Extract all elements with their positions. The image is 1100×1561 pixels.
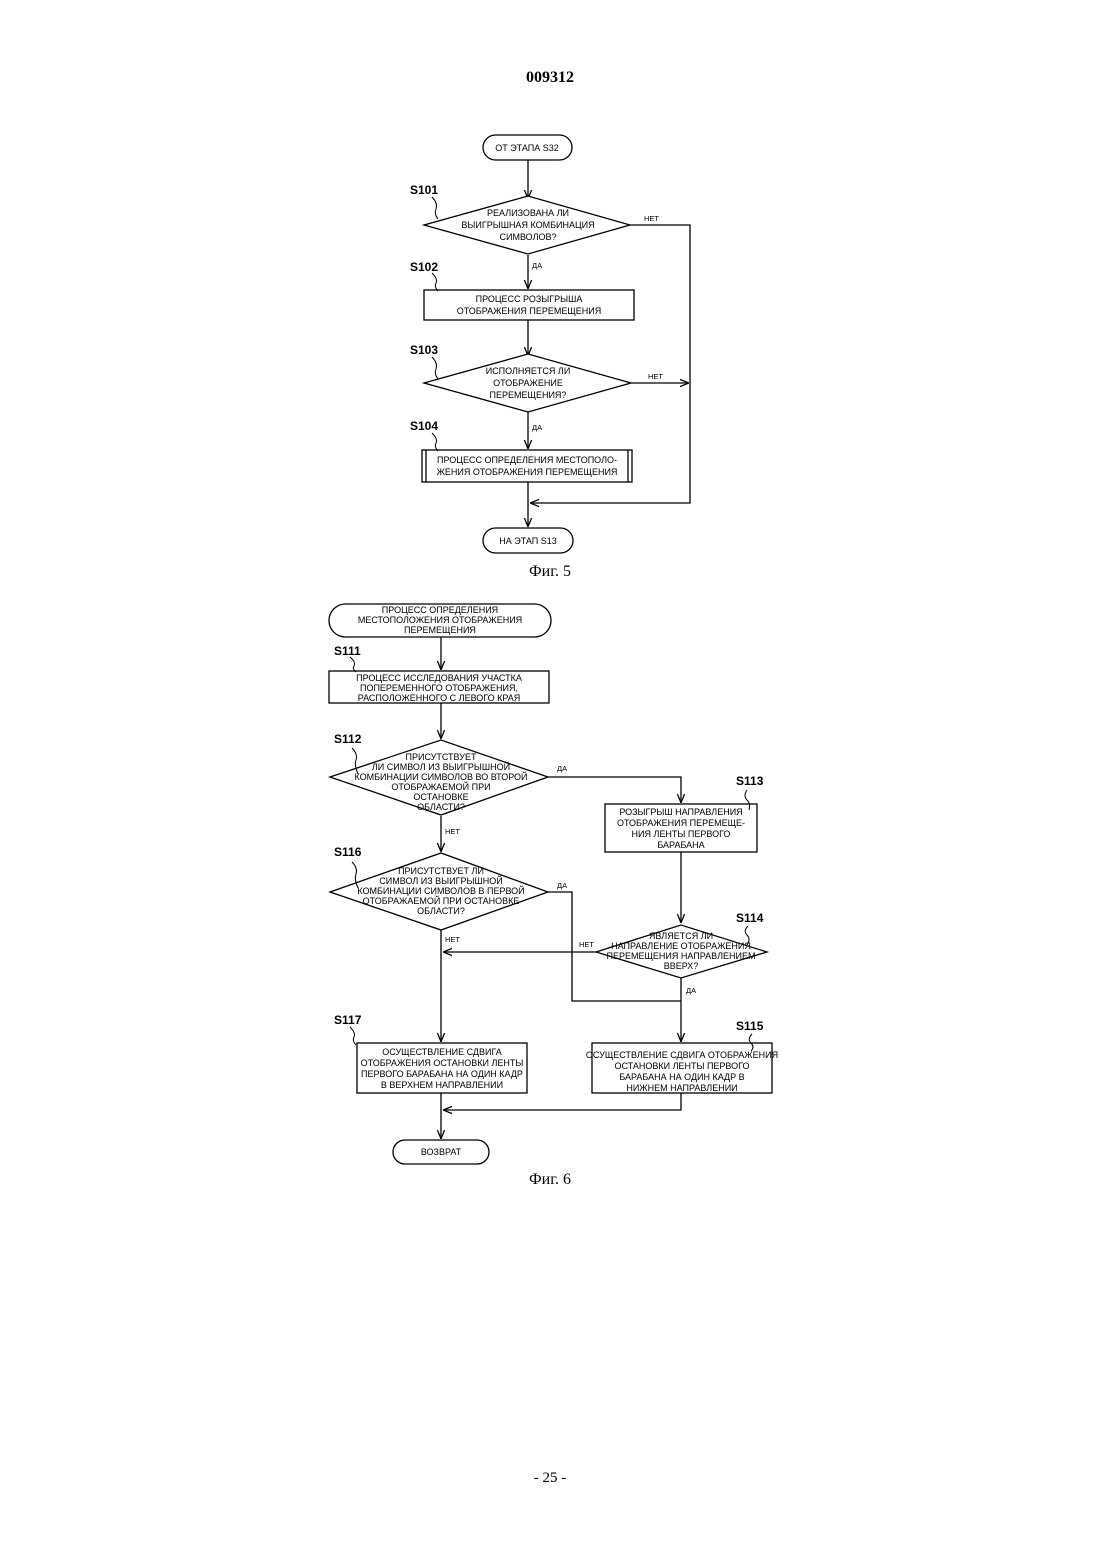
fig6-s111-process: ПРОЦЕСС ИССЛЕДОВАНИЯ УЧАСТКА ПОПЕРЕМЕННО… [329, 644, 549, 703]
fig5-s104-subroutine: ПРОЦЕСС ОПРЕДЕЛЕНИЯ МЕСТОПОЛО- ЖЕНИЯ ОТО… [410, 419, 632, 482]
fig5-s103-decision: ИСПОЛНЯЕТСЯ ЛИ ОТОБРАЖЕНИЕ ПЕРЕМЕЩЕНИЯ? … [410, 343, 663, 432]
fig6-s116-lines-2-text: КОМБИНАЦИИ СИМВОЛОВ В ПЕРВОЙ [357, 885, 524, 896]
fig5-s103-yes-text: ДА [532, 423, 542, 432]
fig6-start-2-text: ПЕРЕМЕЩЕНИЯ [404, 625, 476, 635]
fig6-s114-lines-3-text: ВВЕРХ? [664, 961, 699, 971]
fig5-s104-lines-0-text: ПРОЦЕСС ОПРЕДЕЛЕНИЯ МЕСТОПОЛО- [437, 455, 617, 465]
step-label-s104: S104 [410, 419, 438, 433]
fig6-s111-lines-0-text: ПРОЦЕСС ИССЛЕДОВАНИЯ УЧАСТКА [356, 673, 522, 683]
fig5-s102-lines-1-text: ОТОБРАЖЕНИЯ ПЕРЕМЕЩЕНИЯ [457, 306, 602, 316]
step-label-s114: S114 [736, 911, 764, 925]
fig6-s115-lines-0-text: ОСУЩЕСТВЛЕНИЕ СДВИГА ОТОБРАЖЕНИЯ [586, 1050, 778, 1060]
fig6-s114-lines-2-text: ПЕРЕМЕЩЕНИЯ НАПРАВЛЕНИЕМ [607, 951, 756, 961]
fig5-start-text: ОТ ЭТАПА S32 [495, 143, 559, 153]
fig6-s116-yes-text: ДА [557, 881, 567, 890]
step-label-s115: S115 [736, 1019, 764, 1033]
fig6-s116-lines-4-text: ОБЛАСТИ? [417, 906, 465, 916]
fig6-s116-decision: ПРИСУТСТВУЕТ ЛИ СИМВОЛ ИЗ ВЫИГРЫШНОЙ КОМ… [330, 845, 567, 944]
figure-5-caption: Фиг. 5 [529, 563, 571, 580]
fig5-end-terminal: НА ЭТАП S13 [483, 528, 573, 553]
step-label-s117: S117 [334, 1013, 362, 1027]
fig5-s104-lines-1-text: ЖЕНИЯ ОТОБРАЖЕНИЯ ПЕРЕМЕЩЕНИЯ [437, 467, 618, 477]
fig6-end-terminal: ВОЗВРАТ [393, 1140, 489, 1164]
fig6-start-1-text: МЕСТОПОЛОЖЕНИЯ ОТОБРАЖЕНИЯ [358, 615, 522, 625]
fig6-s112-lines-5-text: ОБЛАСТИ? [417, 802, 465, 812]
fig6-s116-no-text: НЕТ [445, 935, 460, 944]
fig6-start-terminal: ПРОЦЕСС ОПРЕДЕЛЕНИЯ МЕСТОПОЛОЖЕНИЯ ОТОБР… [329, 604, 551, 637]
fig6-s112-yes-text: ДА [557, 764, 567, 773]
fig6-s116-lines-0-text: ПРИСУТСТВУЕТ ЛИ [398, 866, 484, 876]
fig5-s103-lines-2-text: ПЕРЕМЕЩЕНИЯ? [490, 390, 567, 400]
fig5-s102-lines-0-text: ПРОЦЕСС РОЗЫГРЫША [476, 294, 583, 304]
fig6-s115-lines-2-text: БАРАБАНА НА ОДИН КАДР В [619, 1072, 744, 1082]
fig6-end-text: ВОЗВРАТ [421, 1147, 462, 1157]
fig5-s101-yes-text: ДА [532, 261, 542, 270]
fig5-s101-no-text: НЕТ [644, 214, 659, 223]
page-number: - 25 - [534, 1470, 567, 1486]
fig6-s116-lines-3-text: ОТОБРАЖАЕМОЙ ПРИ ОСТАНОВКЕ [363, 895, 520, 906]
fig5-s101-decision: РЕАЛИЗОВАНА ЛИ ВЫИГРЫШНАЯ КОМБИНАЦИЯ СИМ… [410, 183, 659, 270]
step-label-s101: S101 [410, 183, 438, 197]
fig5-s101-lines-1-text: ВЫИГРЫШНАЯ КОМБИНАЦИЯ [461, 220, 594, 230]
fig5-start-terminal: ОТ ЭТАПА S32 [483, 135, 572, 160]
fig6-s114-yes-text: ДА [686, 986, 696, 995]
fig6-s115-process: ОСУЩЕСТВЛЕНИЕ СДВИГА ОТОБРАЖЕНИЯ ОСТАНОВ… [586, 1019, 778, 1093]
fig6-s114-lines-0-text: ЯВЛЯЕТСЯ ЛИ [649, 931, 713, 941]
fig6-s113-lines-3-text: БАРАБАНА [657, 840, 704, 850]
fig6-s113-process: РОЗЫГРЫШ НАПРАВЛЕНИЯ ОТОБРАЖЕНИЯ ПЕРЕМЕЩ… [605, 774, 764, 852]
figure-5: ОТ ЭТАПА S32 РЕАЛИЗОВАНА ЛИ ВЫИГРЫШНАЯ К… [410, 135, 690, 580]
fig6-s114-no-text: НЕТ [579, 940, 594, 949]
fig6-s113-lines-2-text: НИЯ ЛЕНТЫ ПЕРВОГО [632, 829, 731, 839]
fig6-start-0-text: ПРОЦЕСС ОПРЕДЕЛЕНИЯ [382, 605, 498, 615]
fig6-s112-lines-1-text: ЛИ СИМВОЛ ИЗ ВЫИГРЫШНОЙ [372, 761, 510, 772]
fig5-s101-lines-2-text: СИМВОЛОВ? [500, 232, 557, 242]
step-label-s113: S113 [736, 774, 764, 788]
step-label-s111: S111 [334, 644, 361, 658]
fig6-s117-lines-0-text: ОСУЩЕСТВЛЕНИЕ СДВИГА [382, 1047, 501, 1057]
fig6-s114-decision: ЯВЛЯЕТСЯ ЛИ НАПРАВЛЕНИЕ ОТОБРАЖЕНИЯ ПЕРЕ… [579, 911, 767, 995]
step-label-s102: S102 [410, 260, 438, 274]
fig6-s112-lines-2-text: КОМБИНАЦИИ СИМВОЛОВ ВО ВТОРОЙ [354, 771, 527, 782]
fig5-s103-lines-0-text: ИСПОЛНЯЕТСЯ ЛИ [486, 366, 571, 376]
fig6-s112-decision: ПРИСУТСТВУЕТ ЛИ СИМВОЛ ИЗ ВЫИГРЫШНОЙ КОМ… [330, 732, 567, 836]
fig6-s115-lines-1-text: ОСТАНОВКИ ЛЕНТЫ ПЕРВОГО [614, 1061, 749, 1071]
document-number: 009312 [526, 69, 574, 86]
fig6-s117-lines-3-text: В ВЕРХНЕМ НАПРАВЛЕНИИ [381, 1080, 503, 1090]
figure-6-caption: Фиг. 6 [529, 1171, 571, 1188]
fig5-end-text: НА ЭТАП S13 [499, 536, 557, 546]
fig5-s103-lines-1-text: ОТОБРАЖЕНИЕ [493, 378, 563, 388]
fig6-s113-lines-1-text: ОТОБРАЖЕНИЯ ПЕРЕМЕЩЕ- [617, 818, 745, 828]
fig6-s112-lines-3-text: ОТОБРАЖАЕМОЙ ПРИ [391, 781, 490, 792]
step-label-s103: S103 [410, 343, 438, 357]
fig6-s112-lines-4-text: ОСТАНОВКЕ [413, 792, 468, 802]
fig5-s102-process: ПРОЦЕСС РОЗЫГРЫША ОТОБРАЖЕНИЯ ПЕРЕМЕЩЕНИ… [410, 260, 634, 320]
fig6-s117-process: ОСУЩЕСТВЛЕНИЕ СДВИГА ОТОБРАЖЕНИЯ ОСТАНОВ… [334, 1013, 527, 1093]
fig6-s117-lines-2-text: ПЕРВОГО БАРАБАНА НА ОДИН КАДР [361, 1069, 523, 1079]
figure-6: ПРОЦЕСС ОПРЕДЕЛЕНИЯ МЕСТОПОЛОЖЕНИЯ ОТОБР… [329, 604, 778, 1188]
fig6-s112-lines-0-text: ПРИСУТСТВУЕТ [406, 752, 477, 762]
fig6-s117-lines-1-text: ОТОБРАЖЕНИЯ ОСТАНОВКИ ЛЕНТЫ [361, 1058, 524, 1068]
fig5-s101-lines-0-text: РЕАЛИЗОВАНА ЛИ [487, 208, 569, 218]
fig6-s116-lines-1-text: СИМВОЛ ИЗ ВЫИГРЫШНОЙ [379, 875, 502, 886]
fig6-s111-lines-1-text: ПОПЕРЕМЕННОГО ОТОБРАЖЕНИЯ, [360, 683, 518, 693]
step-label-s116: S116 [334, 845, 362, 859]
step-label-s112: S112 [334, 732, 362, 746]
fig6-s115-lines-3-text: НИЖНЕМ НАПРАВЛЕНИИ [626, 1083, 737, 1093]
fig5-s103-no-text: НЕТ [648, 372, 663, 381]
fig6-s111-lines-2-text: РАСПОЛОЖЕННОГО С ЛЕВОГО КРАЯ [358, 693, 521, 703]
fig6-s112-no-text: НЕТ [445, 827, 460, 836]
fig6-s114-lines-1-text: НАПРАВЛЕНИЕ ОТОБРАЖЕНИЯ [611, 941, 751, 951]
fig6-s113-lines-0-text: РОЗЫГРЫШ НАПРАВЛЕНИЯ [619, 807, 742, 817]
